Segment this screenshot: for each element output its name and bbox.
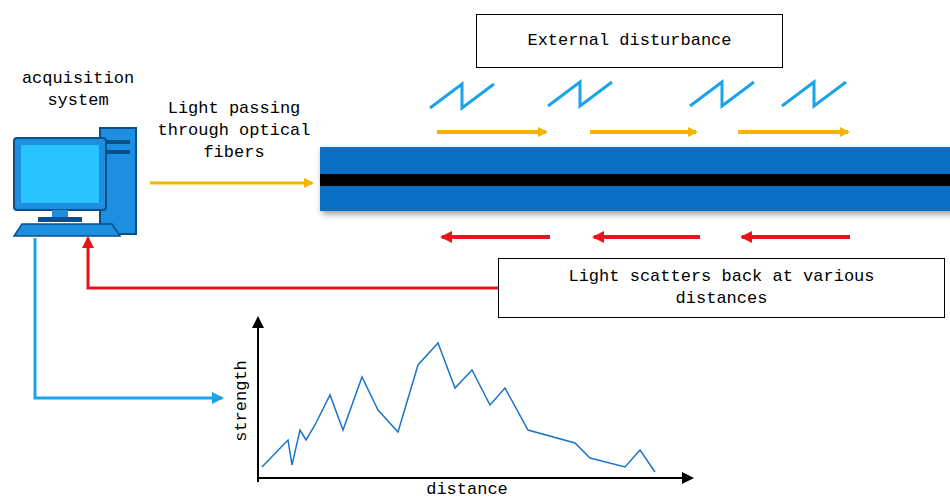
- connector-arrow: [88, 238, 498, 288]
- text-box: External disturbance: [476, 14, 783, 68]
- node-label: strength: [231, 351, 253, 451]
- box-label: Light scatters back at various distances: [552, 266, 892, 310]
- input-arrow: [150, 182, 312, 185]
- optical-fiber: [320, 147, 950, 214]
- chart-node: strength distance: [222, 315, 702, 503]
- computer-icon: [14, 128, 136, 236]
- chart-plot: [258, 318, 692, 482]
- computer-node: acquisition system: [8, 68, 148, 238]
- forward-light: [437, 130, 848, 134]
- backscatter-light: [442, 235, 850, 239]
- arrow-label: Light passing through optical fibers: [148, 98, 320, 164]
- text-box: Light scatters back at various distances: [498, 258, 945, 318]
- node-label: acquisition system: [8, 68, 148, 112]
- connector-arrow: [35, 238, 222, 398]
- box-label: External disturbance: [527, 30, 731, 52]
- disturbance-wave: [430, 82, 846, 108]
- node-label: distance: [412, 479, 522, 501]
